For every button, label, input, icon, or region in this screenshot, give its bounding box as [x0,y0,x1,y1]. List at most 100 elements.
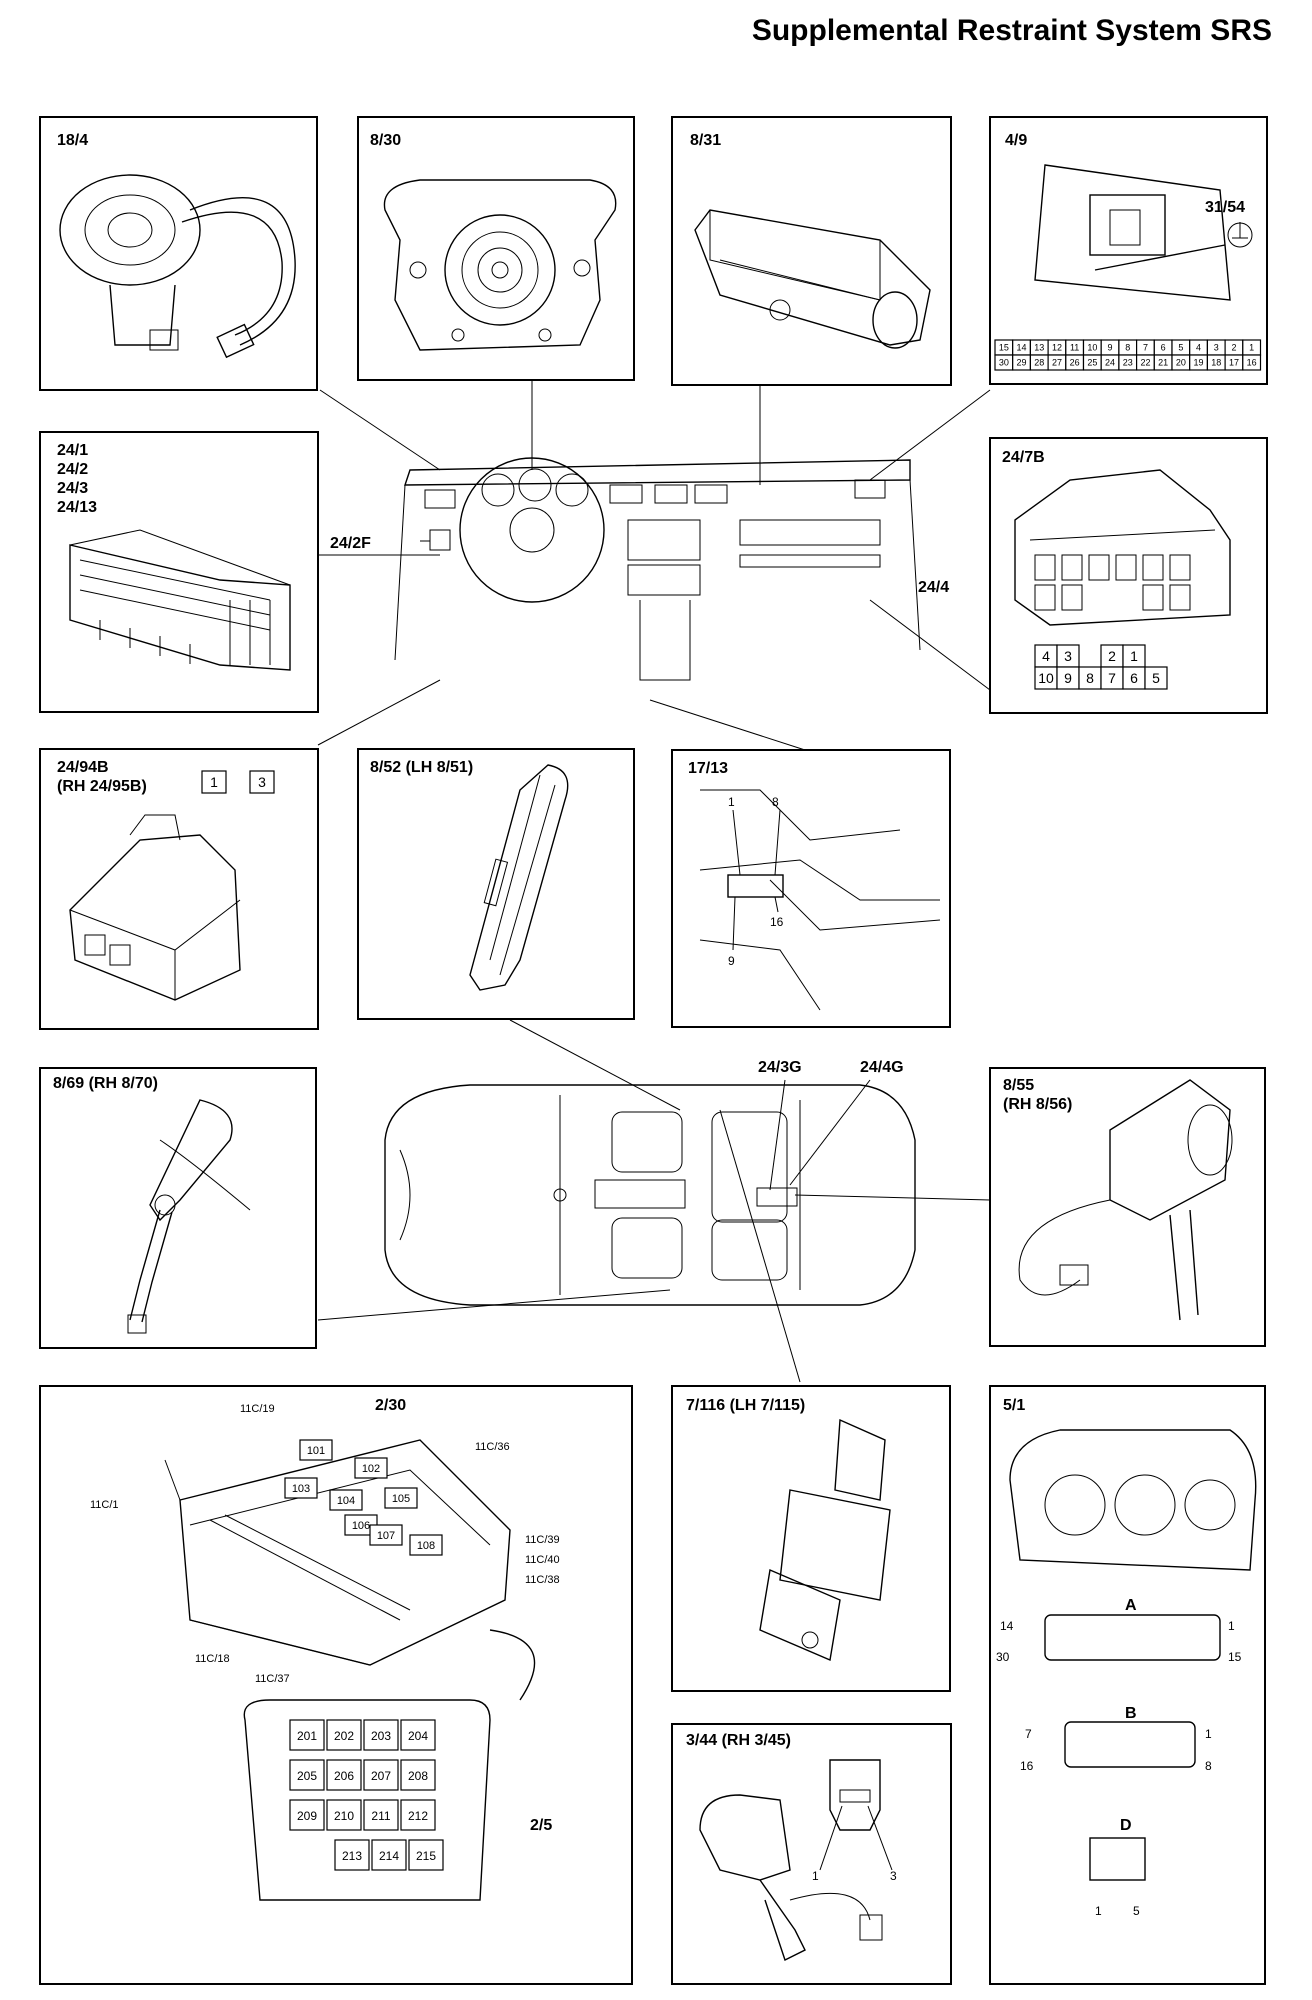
relay-11C-1: 11C/1 [90,1499,119,1511]
fuse-slot [354,1457,388,1479]
pin-a-30: 30 [996,1650,1010,1664]
clock-spring-illustration [59,174,296,359]
panel-24-1-label-2: 24/2 [57,461,88,478]
fuse-201: 201 [297,1729,317,1743]
relay-11C-18: 11C/18 [195,1653,230,1665]
pin-24-7b-1: 1 [1130,648,1138,664]
arrow-icon [489,1629,536,1701]
pin-4-9-26: 26 [1070,358,1080,368]
connector-b [1064,1721,1196,1768]
fuse-211: 211 [371,1809,390,1823]
relay-11C-19: 11C/19 [240,1403,275,1415]
fuse-slot [409,1534,443,1556]
pin-24-7b-4: 4 [1042,648,1050,664]
connector-d-label: D [1120,1817,1132,1834]
seatbelt-tensioner-illustration [1018,1079,1233,1321]
pin-4-9-15: 15 [999,343,1009,353]
instrument-cluster-illustration [1009,1429,1257,1571]
panel-3-44-label: 3/44 (RH 3/45) [686,1732,791,1749]
fuse-107: 107 [377,1530,395,1542]
fuse-slot [408,1839,444,1871]
pin-4-9-18: 18 [1211,358,1221,368]
callout-24-3g: 24/3G [758,1059,802,1076]
fuse-labels-2-30: 11C/1911C/3611C/111C/3911C/4011C/3811C/1… [90,1403,560,1685]
fuse-slot [326,1719,362,1751]
panel-8-52: 8/52 (LH 8/51) [357,748,635,1020]
connector-a-label: A [1125,1597,1137,1614]
connector-block-illustration [69,529,291,671]
panel-5-1: 5/1 A 14 1 30 15 B 7 1 16 8 D 1 5 [989,1385,1266,1985]
panel-24-1-label-4: 24/13 [57,499,97,516]
panel-8-69-label: 8/69 (RH 8/70) [53,1075,158,1092]
crash-sensor-illustration [759,1418,891,1661]
pin-4-9-23: 23 [1123,358,1133,368]
pin-24-7b-6: 6 [1130,670,1138,686]
pin-4-9-7: 7 [1143,343,1148,353]
dashboard-overview [394,457,921,681]
pin-24-94b-3: 3 [258,774,266,790]
diagnostic-socket-illustration [699,789,941,1011]
connector-24-94b-illustration [69,814,241,1001]
pin-4-9-30: 30 [999,358,1009,368]
callout-24-2f: 24/2F [330,535,371,552]
pin-4-9-8: 8 [1125,343,1130,353]
pin-24-7b-3: 3 [1064,648,1072,664]
pin-4-9-22: 22 [1140,358,1150,368]
pin-4-9-19: 19 [1194,358,1204,368]
fuse-slot [334,1839,370,1871]
fuse-slot [371,1839,407,1871]
pin-4-9-13: 13 [1034,343,1044,353]
pin-24-94b-1: 1 [210,774,218,790]
pin-b-1: 1 [1205,1727,1212,1741]
pin-4-9-20: 20 [1176,358,1186,368]
panel-24-94b-label-1: 24/94B [57,759,109,776]
pin-4-9-6: 6 [1161,343,1166,353]
pin-4-9-1: 1 [1249,343,1254,353]
fuse-slot [363,1799,399,1831]
panel-5-1-label: 5/1 [1003,1397,1025,1414]
fuse-slot [326,1799,362,1831]
panel-7-116-label: 7/116 (LH 7/115) [686,1397,805,1414]
panel-24-1-label-1: 24/1 [57,442,88,459]
pin-24-7b-5: 5 [1152,670,1160,686]
panel-2-5-label: 2/5 [530,1817,552,1834]
side-airbag-illustration [469,764,569,991]
fusebox-2-5-illustration [243,1699,491,1901]
fuse-206: 206 [334,1769,354,1783]
panel-8-31: 8/31 [671,116,952,386]
fuse-slot [326,1759,362,1791]
pin-24-7b-2: 2 [1108,648,1116,664]
fuse-slot [289,1799,325,1831]
fuse-105: 105 [392,1493,410,1505]
pin-a-14: 14 [1000,1619,1014,1633]
relay-11C-38: 11C/38 [525,1574,560,1586]
relay-11C-39: 11C/39 [525,1534,560,1546]
pin-24-7b-9: 9 [1064,670,1072,686]
fuse-slot [363,1759,399,1791]
pin-4-9-9: 9 [1108,343,1113,353]
panel-17-13-label: 17/13 [688,760,728,777]
pin-4-9-cell [1242,354,1262,371]
fuse-103: 103 [292,1483,310,1495]
fuse-slot [400,1719,436,1751]
fuse-slot [329,1489,363,1511]
connector-24-2f [429,529,451,551]
pin-24-94b-cell [249,770,275,794]
panel-8-69: 8/69 (RH 8/70) [39,1067,317,1349]
diagnostic-unit-illustration [1034,164,1253,301]
pin-d-1: 1 [1095,1904,1102,1918]
pin-17-13-1: 1 [728,795,735,809]
fuse-slot [369,1524,403,1546]
fuse-slot [400,1759,436,1791]
panel-8-55-label-1: 8/55 [1003,1077,1034,1094]
pin-4-9-10: 10 [1087,343,1097,353]
pin-17-13-16: 16 [770,915,784,929]
connector-d [1089,1837,1146,1881]
